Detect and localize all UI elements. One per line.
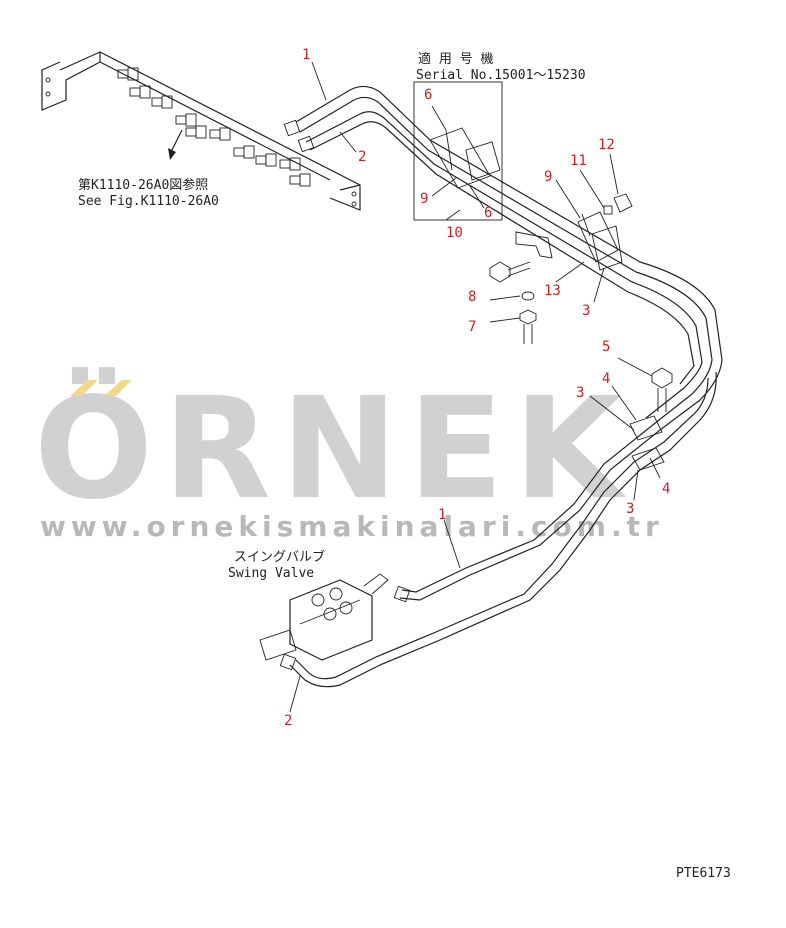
- callout-3-lower: 3: [626, 501, 635, 517]
- valve-label-jp: スイングバルブ: [234, 550, 326, 565]
- callout-4-upper: 4: [602, 371, 611, 387]
- swing-valve: [259, 573, 389, 661]
- callout-1-top: 1: [302, 47, 311, 63]
- callout-9-right: 9: [544, 169, 553, 185]
- callout-12: 12: [598, 137, 615, 153]
- callout-5: 5: [602, 339, 611, 355]
- watermark-umlaut: [70, 380, 132, 396]
- hardware-bolts: [489, 261, 673, 471]
- callout-11: 11: [570, 153, 587, 169]
- callout-8: 8: [468, 289, 477, 305]
- callout-10: 10: [446, 225, 463, 241]
- manifold-bracket: [41, 51, 361, 211]
- callout-2-top: 2: [358, 149, 367, 165]
- callout-9-box: 9: [420, 191, 429, 207]
- callout-2-bottom: 2: [284, 713, 293, 729]
- valve-label-en: Swing Valve: [228, 566, 315, 581]
- callout-7: 7: [468, 319, 477, 335]
- callout-3-upper: 3: [582, 303, 591, 319]
- manifold-fittings: [117, 67, 311, 187]
- clamp-group-boxed: [413, 81, 503, 221]
- callout-6-box-bottom: 6: [484, 205, 493, 221]
- reference-note-en: See Fig.K1110-26A0: [78, 194, 219, 209]
- drawing-number: PTE6173: [676, 866, 731, 881]
- leader-lines: [289, 61, 661, 713]
- callout-13: 13: [544, 283, 561, 299]
- callout-1-bottom: 1: [438, 507, 447, 523]
- watermark-logo: ÖRNEK: [34, 368, 633, 531]
- clamp-group-right: [515, 193, 633, 271]
- watermark-url: www.ornekismakinalari.com.tr: [40, 510, 664, 543]
- pipe-assembly: [279, 85, 723, 688]
- serial-note-jp: 適 用 号 機: [418, 52, 494, 67]
- reference-note-jp: 第K1110-26A0図参照: [78, 178, 209, 193]
- serial-note-en: Serial No.15001～15230: [416, 68, 586, 83]
- callout-6-box-top: 6: [424, 87, 433, 103]
- callout-4-lower: 4: [662, 481, 671, 497]
- callout-3-mid: 3: [576, 385, 585, 401]
